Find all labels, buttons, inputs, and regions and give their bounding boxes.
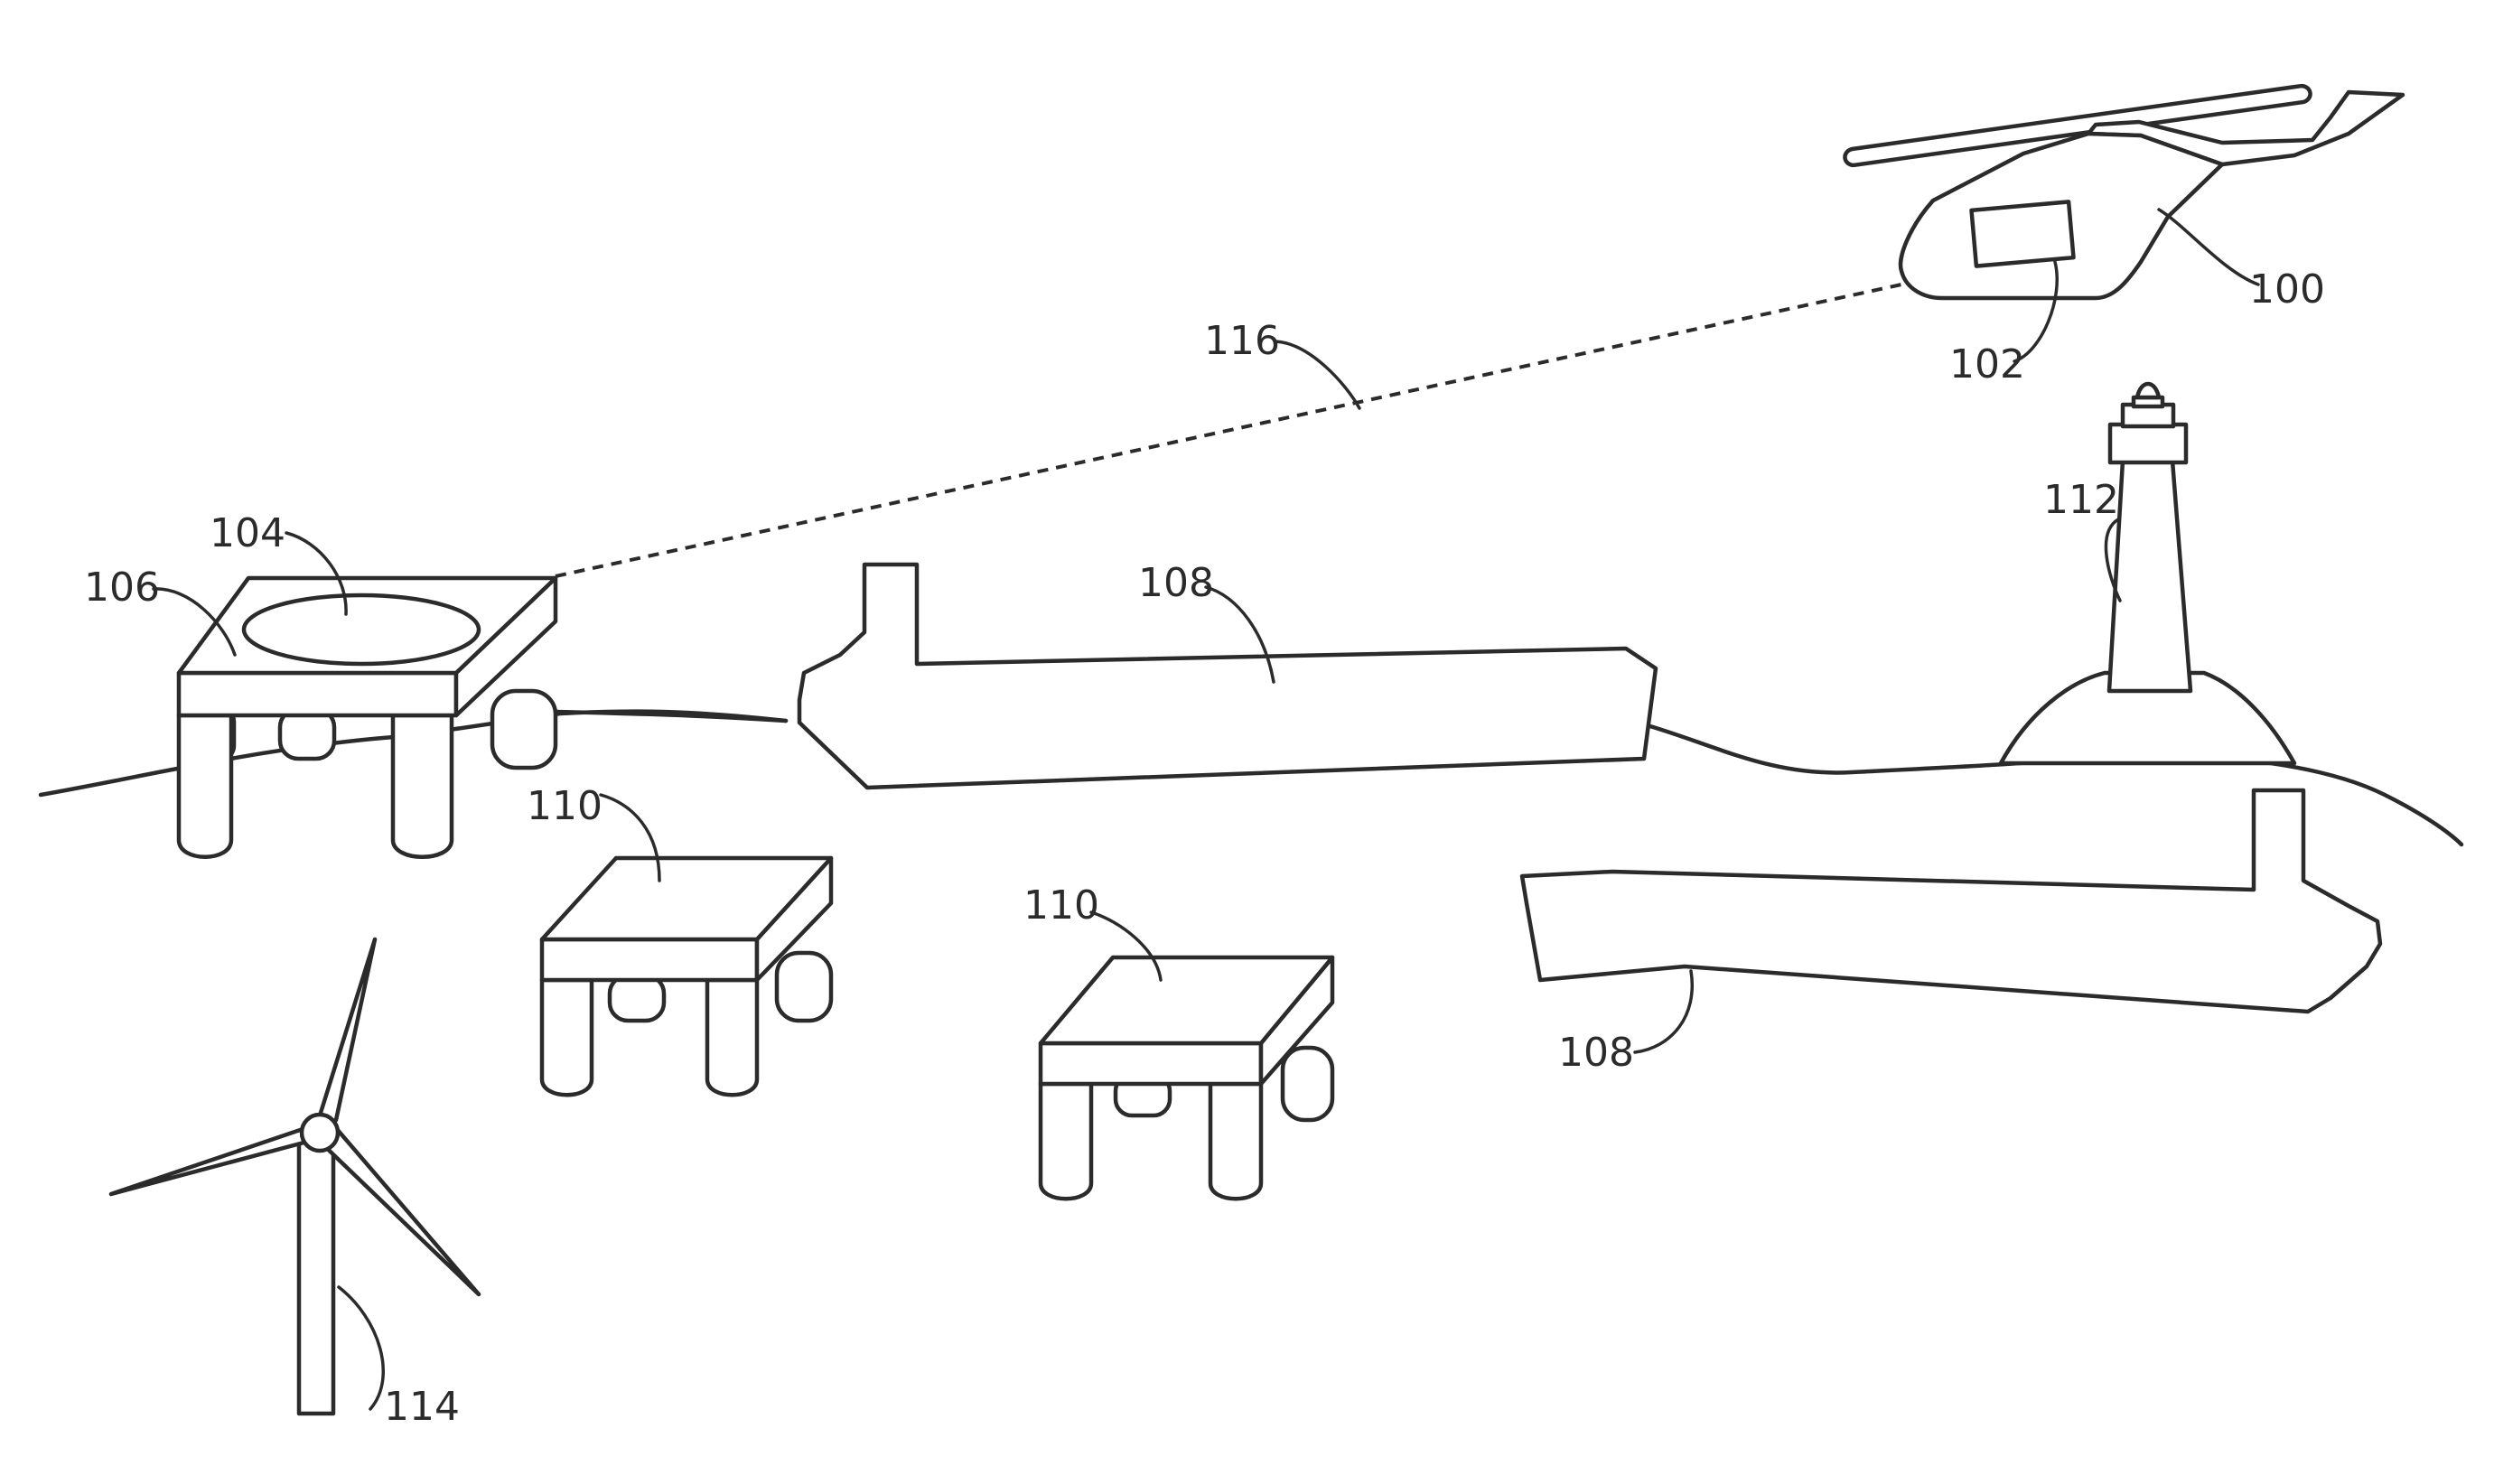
ref-small-platform-right: 110 xyxy=(1023,882,1099,929)
lighthouse xyxy=(2001,384,2294,763)
vessel-bottom xyxy=(1522,790,2380,1012)
leader-lines xyxy=(154,210,2258,1409)
ref-device: 102 xyxy=(1949,341,2025,387)
helideck xyxy=(244,595,479,664)
ref-link: 116 xyxy=(1204,318,1280,364)
ref-lighthouse: 112 xyxy=(2043,477,2119,523)
ref-vessel-bottom: 108 xyxy=(1558,1030,1634,1076)
small-platform-right xyxy=(1041,957,1332,1199)
ref-vessel-top: 108 xyxy=(1138,560,1214,606)
vessel-top xyxy=(556,565,1656,788)
small-platform-left xyxy=(542,858,831,1095)
ref-small-platform-left: 110 xyxy=(527,783,602,829)
wind-turbine xyxy=(111,939,479,1414)
ref-helideck: 104 xyxy=(210,510,285,556)
main-platform xyxy=(179,578,556,857)
ref-wind-turbine: 114 xyxy=(384,1384,460,1430)
ref-platform: 106 xyxy=(84,565,160,611)
ref-helicopter: 100 xyxy=(2249,266,2325,313)
